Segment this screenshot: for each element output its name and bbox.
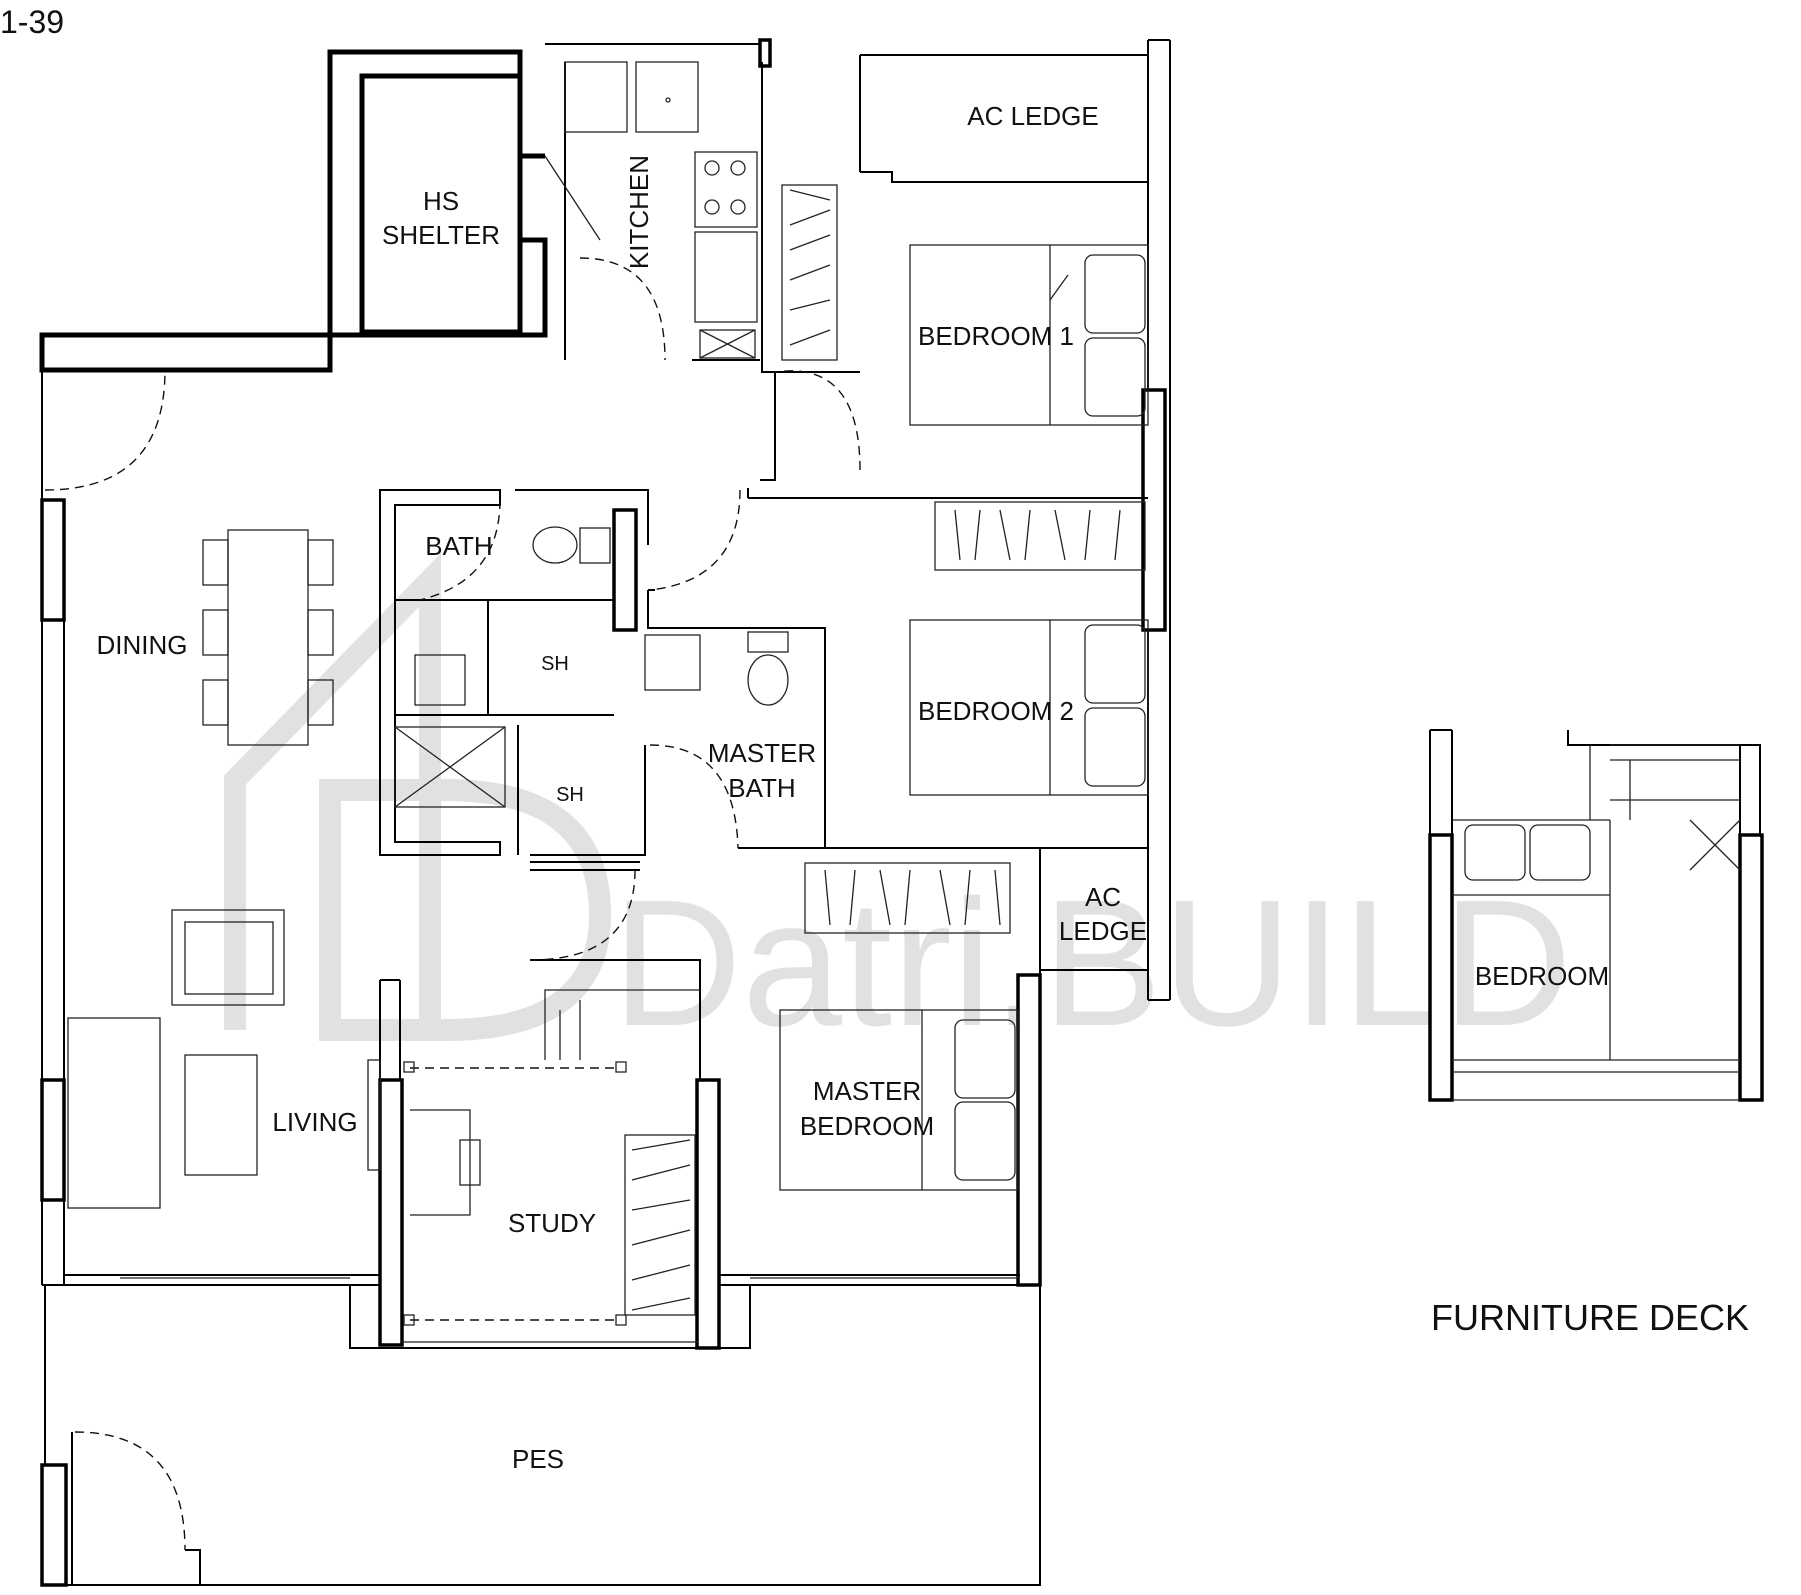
room-label-ac-ledge-top: AC LEDGE <box>967 101 1099 131</box>
room-label-hs-shelter-1: HS <box>423 186 459 216</box>
room-label-dining: DINING <box>97 630 188 660</box>
door-swings <box>44 155 861 1551</box>
pes-outline <box>40 1285 1041 1587</box>
study-stairs <box>403 989 700 1326</box>
unit-code: 1-39 <box>0 4 64 40</box>
watermark-logo: Datri.BUILD <box>224 552 1572 1064</box>
room-label-sh-master: SH <box>556 784 584 806</box>
room-labels: HS SHELTER KITCHEN AC LEDGE BEDROOM 1 BA… <box>97 101 1610 1474</box>
room-label-living: LIVING <box>272 1107 357 1137</box>
room-label-deck-bedroom: BEDROOM <box>1475 961 1609 991</box>
room-label-master-bedroom-1: MASTER <box>813 1076 921 1106</box>
room-label-hs-shelter-2: SHELTER <box>382 220 500 250</box>
furniture-deck-caption: FURNITURE DECK <box>1431 1297 1749 1338</box>
room-label-ac-ledge-mid-2: LEDGE <box>1059 916 1147 946</box>
interior-walls <box>349 489 1148 1350</box>
room-label-bedroom-1: BEDROOM 1 <box>918 321 1074 351</box>
windows <box>120 1277 1020 1343</box>
room-label-master-bedroom-2: BEDROOM <box>800 1111 934 1141</box>
beds <box>779 244 1149 1191</box>
room-label-kitchen: KITCHEN <box>624 155 654 269</box>
furniture-deck-inset <box>1428 729 1764 1102</box>
room-label-master-bath-1: MASTER <box>708 738 816 768</box>
room-label-bedroom-2: BEDROOM 2 <box>918 696 1074 726</box>
watermark-text: Datri.BUILD <box>612 863 1572 1064</box>
exterior-walls <box>39 38 1171 1286</box>
kitchen-fixtures <box>564 61 758 359</box>
room-label-bath: BATH <box>425 531 492 561</box>
wardrobes <box>624 184 1146 1316</box>
furniture <box>67 529 381 1209</box>
bath-fixtures <box>394 526 789 808</box>
room-label-pes: PES <box>512 1444 564 1474</box>
room-label-study: STUDY <box>508 1208 596 1238</box>
room-label-master-bath-2: BATH <box>728 773 795 803</box>
room-label-sh-bath: SH <box>541 653 569 675</box>
room-label-ac-ledge-mid-1: AC <box>1085 882 1121 912</box>
